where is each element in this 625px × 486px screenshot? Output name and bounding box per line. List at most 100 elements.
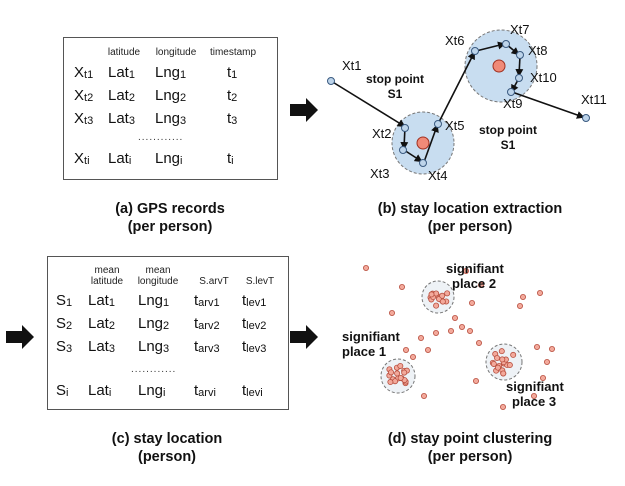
cell-latitude: Lat3 (108, 110, 135, 127)
cell-arrival-time: tarv1 (194, 292, 220, 309)
stay-point-dot (397, 374, 404, 381)
stay-point-dot (439, 298, 446, 305)
cell-mean-longitude: Lng2 (138, 315, 170, 332)
node-xt9 (507, 88, 515, 96)
ellipsis: ............ (138, 132, 184, 143)
gps-nodes (327, 40, 590, 167)
cell-arrival-time: tarv2 (194, 315, 220, 332)
label-xt11: Xt11 (581, 92, 607, 107)
caption-c: (c) stay location (person) (47, 430, 287, 466)
header-mean-longitude: mean longitude (137, 265, 179, 287)
cell-timestamp: t3 (227, 110, 238, 127)
header-latitude: latitude (107, 47, 141, 58)
node-xt11 (582, 114, 590, 122)
stay-point-dot (510, 351, 517, 358)
cell-mean-latitude: Lat1 (88, 292, 115, 309)
caption-b-title: (b) stay location extraction (377, 201, 563, 217)
cell-record-id: Xt1 (74, 64, 94, 81)
cell-longitude: Lng3 (155, 110, 187, 127)
stay-point-dot (447, 327, 454, 334)
cell-record-id: Xti (74, 150, 90, 167)
cell-longitude: Lng1 (155, 64, 187, 81)
stay-point-dot (472, 377, 479, 384)
cell-mean-latitude: Lati (88, 382, 112, 399)
stay-point-dot (451, 314, 458, 321)
stay-point-dot (444, 290, 451, 297)
stay-point-dot (439, 292, 446, 299)
label-xt10: Xt10 (530, 70, 557, 85)
cell-mean-latitude: Lat2 (88, 315, 115, 332)
place-1-label-line1: signifiant (342, 329, 400, 344)
stay-point-dot (498, 348, 505, 355)
stay-point-dot (549, 345, 556, 352)
stay-point-dot (387, 379, 394, 386)
header-timestamp: timestamp (209, 47, 257, 58)
cell-latitude: Lati (108, 150, 132, 167)
caption-a-subtitle: (per person) (127, 219, 213, 235)
place-3-label-line1: signifiant (506, 379, 564, 394)
node-xt7 (502, 40, 510, 48)
cell-stay-id: S3 (56, 338, 73, 355)
header-arrival-time: S.arvT (199, 276, 229, 287)
ellipsis: ............ (131, 364, 177, 375)
node-xt1 (327, 77, 335, 85)
caption-c-title: (c) stay location (111, 431, 223, 447)
stay-point-dot (409, 353, 416, 360)
stay-point-dot (388, 309, 395, 316)
cell-mean-latitude: Lat3 (88, 338, 115, 355)
stay-point-dot (394, 370, 401, 377)
stay-point-dot (475, 339, 482, 346)
cell-mean-longitude: Lng3 (138, 338, 170, 355)
stay-location-table (47, 256, 289, 410)
cell-leave-time: tlev3 (242, 338, 267, 355)
node-xt3 (399, 146, 407, 154)
caption-a: (a) GPS records (per person) (60, 200, 280, 236)
cell-stay-id: Si (56, 382, 69, 399)
cell-longitude: Lngi (155, 150, 183, 167)
stay-point-dot (499, 403, 506, 410)
stay-point-dot (388, 369, 395, 376)
caption-c-subtitle: (person) (138, 449, 196, 465)
cell-longitude: Lng2 (155, 87, 187, 104)
stay-point-dot (531, 392, 538, 399)
stay-point-dot (506, 362, 513, 369)
cell-record-id: Xt3 (74, 110, 94, 127)
stay-point-dot (362, 264, 369, 271)
cell-arrival-time: tarvi (194, 382, 216, 399)
place-3-label-line2: place 3 (512, 394, 556, 409)
place-1-label-line2: place 1 (342, 344, 386, 359)
node-xt5 (434, 120, 442, 128)
stay-point-dot (468, 299, 475, 306)
stay-point-dot (499, 356, 506, 363)
stop-point-2 (492, 59, 506, 73)
stay-point-dot (432, 329, 439, 336)
cell-timestamp: t1 (227, 64, 238, 81)
stay-point-dot (420, 392, 427, 399)
label-xt1: Xt1 (342, 58, 362, 73)
stay-points (362, 264, 556, 410)
stay-point-dot (517, 302, 524, 309)
stop-point-1 (416, 136, 430, 150)
stay-point-dot (540, 374, 547, 381)
stay-point-dot (477, 281, 484, 288)
stay-point-dot (458, 323, 465, 330)
node-xt2 (401, 124, 409, 132)
stay-point-dot (402, 346, 409, 353)
label-xt2: Xt2 (372, 126, 392, 141)
stay-point-dot (433, 302, 440, 309)
label-xt9: Xt9 (503, 96, 523, 111)
stay-point-dot (397, 362, 404, 369)
cell-timestamp: t2 (227, 87, 238, 104)
stay-point-dot (466, 327, 473, 334)
cell-latitude: Lat1 (108, 64, 135, 81)
stay-point-dot (494, 355, 501, 362)
cell-leave-time: tlevi (242, 382, 263, 399)
caption-b: (b) stay location extraction (per person… (320, 200, 620, 236)
cell-arrival-time: tarv3 (194, 338, 220, 355)
caption-d: (d) stay point clustering (per person) (320, 430, 620, 466)
stay-point-dot (428, 291, 435, 298)
stay-point-dot (500, 370, 507, 377)
label-xt6: Xt6 (445, 33, 465, 48)
